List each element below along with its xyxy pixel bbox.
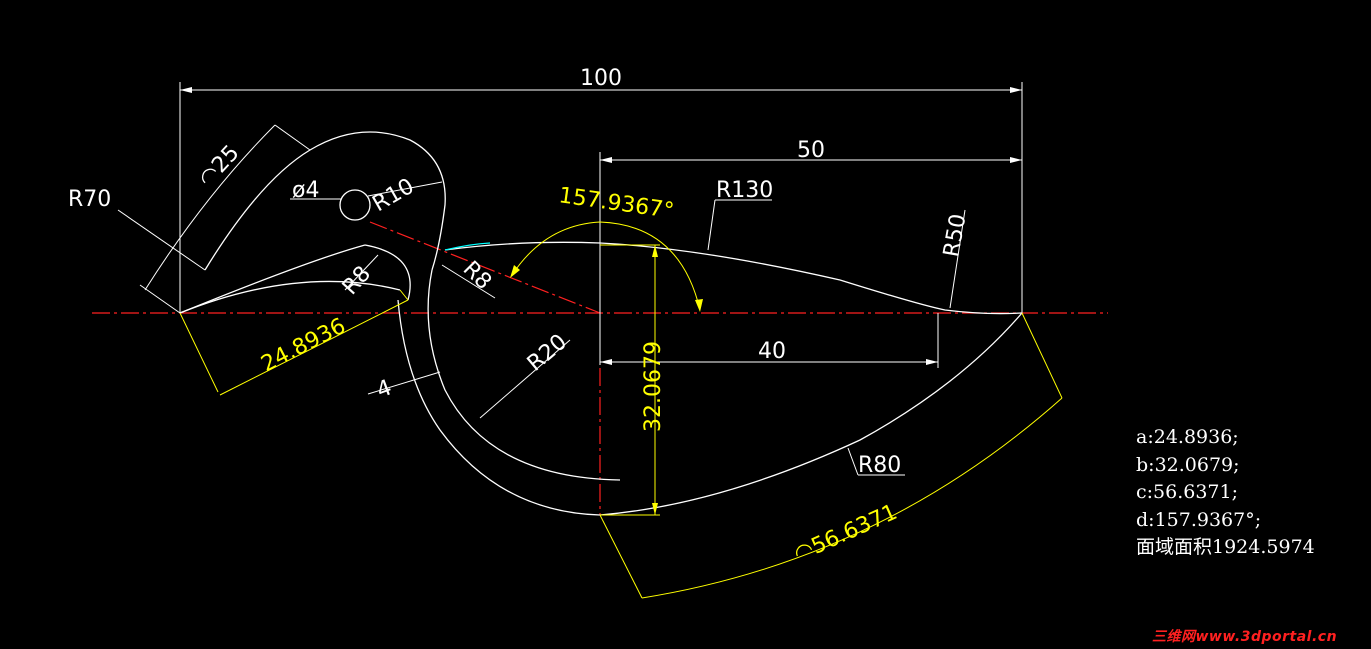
dim-c-arc bbox=[641, 397, 1063, 599]
r130-top-curve bbox=[444, 241, 1023, 315]
tangent-segment bbox=[444, 242, 491, 251]
r20-leader bbox=[479, 339, 571, 419]
dim-40-label: 40 bbox=[758, 339, 786, 364]
r50-label: R50 bbox=[939, 212, 971, 259]
answer-b-label: 32.0679 bbox=[641, 341, 666, 432]
result-c: c:56.6371; bbox=[1136, 481, 1239, 503]
answer-d-label: 157.9367° bbox=[557, 183, 675, 224]
arc25-ext-2 bbox=[274, 124, 311, 151]
r8-upper-label: R8 bbox=[338, 262, 376, 301]
arrow-100-left bbox=[180, 87, 192, 93]
arc25-dim-arc bbox=[144, 124, 276, 291]
white-dimension-lines bbox=[117, 82, 1023, 476]
r70-leader bbox=[117, 209, 206, 271]
white-arrowheads bbox=[180, 87, 1022, 365]
thickness-leader bbox=[367, 371, 441, 395]
dim-d-arc bbox=[511, 221, 701, 311]
inner-r8-curve bbox=[364, 244, 411, 301]
r130-label: R130 bbox=[716, 178, 773, 203]
arrow-b-top bbox=[652, 245, 658, 257]
arrow-100-right bbox=[1010, 87, 1022, 93]
part-outline bbox=[179, 131, 1023, 516]
inner-arc-r70 bbox=[179, 280, 401, 314]
arrow-d-right bbox=[695, 299, 703, 312]
top-lobe-r10 bbox=[204, 131, 446, 271]
r20-label: R20 bbox=[523, 330, 572, 377]
r130-leader bbox=[707, 199, 716, 251]
arrow-b-bottom bbox=[652, 503, 658, 515]
arc25-ext-1 bbox=[139, 284, 181, 314]
r50-leader bbox=[949, 209, 966, 309]
thickness-4-label: 4 bbox=[374, 375, 396, 403]
dim-50-label: 50 bbox=[797, 138, 825, 163]
watermark: 三维网www.3dportal.cn bbox=[1152, 629, 1338, 645]
dim-a-ext-1 bbox=[179, 312, 219, 393]
r10-leader bbox=[367, 181, 443, 197]
arrow-40-right bbox=[926, 359, 938, 365]
results-panel: a:24.8936; b:32.0679; c:56.6371; d:157.9… bbox=[1136, 424, 1315, 562]
r70-label: R70 bbox=[68, 187, 111, 212]
result-d: d:157.9367°; bbox=[1136, 508, 1262, 531]
result-area: 面域面积1924.5974 bbox=[1136, 536, 1315, 558]
arrow-d-left bbox=[510, 265, 520, 278]
answer-c-label: ◠56.6371 bbox=[790, 500, 901, 568]
dim-a-ext-2 bbox=[399, 289, 409, 301]
result-b: b:32.0679; bbox=[1136, 453, 1240, 476]
dim-100-label: 100 bbox=[580, 66, 622, 91]
r20-inner-arc bbox=[427, 269, 621, 481]
dim-c-ext-2 bbox=[1021, 312, 1063, 399]
answer-dimension-lines bbox=[179, 221, 1063, 599]
arrow-40-left bbox=[600, 359, 612, 365]
hole-dia4 bbox=[339, 189, 371, 221]
r80-label: R80 bbox=[858, 453, 901, 478]
dia4-label: ø4 bbox=[292, 178, 319, 203]
r8-lower-label: R8 bbox=[458, 257, 496, 295]
dim-a-line bbox=[219, 299, 409, 396]
arrow-50-left bbox=[600, 157, 612, 163]
arc-r70-upper bbox=[179, 244, 366, 314]
arrow-50-right bbox=[1010, 157, 1022, 163]
outer-hook-arc bbox=[397, 299, 601, 516]
answer-a-label: 24.8936 bbox=[257, 314, 349, 378]
result-a: a:24.8936; bbox=[1136, 426, 1239, 448]
r80-bottom-arc bbox=[599, 312, 1023, 516]
inclined-center-line bbox=[369, 221, 601, 314]
r80-leader bbox=[847, 447, 859, 476]
r8-upper-leader bbox=[344, 254, 379, 291]
answer-arrowheads bbox=[510, 245, 703, 515]
r10-label: R10 bbox=[369, 174, 419, 217]
r8-lower-leader bbox=[441, 264, 496, 299]
dim-c-ext-1 bbox=[599, 514, 643, 599]
